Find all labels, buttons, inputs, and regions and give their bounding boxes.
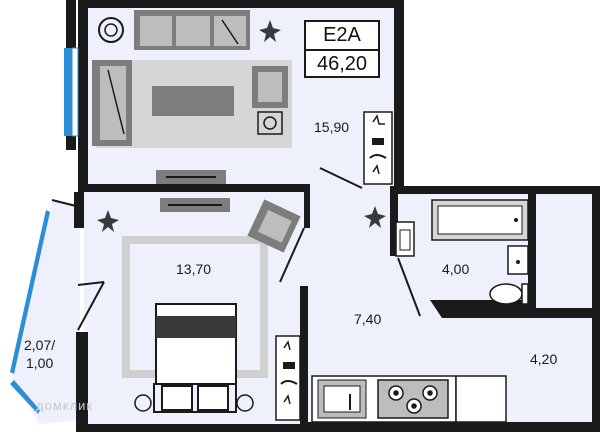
balcony-area-1: 2,07/: [24, 337, 56, 353]
living-door: [319, 167, 363, 189]
bathroom-area: 4,00: [442, 261, 470, 277]
bed: [153, 303, 237, 413]
stove-icon: [377, 379, 449, 419]
bathtub: [431, 199, 529, 241]
plant-icon: [97, 20, 386, 232]
bedside-lamp-icon: [134, 394, 254, 412]
balcony-area-2: 1,00: [26, 355, 54, 371]
toilet: [489, 283, 529, 305]
sofa-stripes: [107, 19, 239, 135]
bedroom-door: [279, 227, 305, 283]
shoe-rack: [363, 111, 393, 185]
windows: [10, 47, 79, 414]
bath-door: [397, 257, 421, 317]
coffee-table: [152, 86, 234, 116]
floor-lamp-icon: [98, 17, 124, 43]
living-sofa: [134, 10, 250, 50]
balcony: [51, 199, 105, 331]
hall-area: 7,40: [354, 311, 382, 327]
bedroom-armchair: [247, 199, 301, 253]
bedroom-area: 13,70: [176, 261, 212, 277]
wash-basin: [395, 221, 415, 257]
living-armchair-right: [252, 66, 288, 108]
apartment-code: E2A: [323, 24, 361, 46]
bedroom-wardrobe: [275, 335, 301, 421]
living-armchair-left: [92, 60, 132, 146]
apartment-badge: E2A 46,20: [304, 20, 380, 78]
side-lamp-icon: [257, 111, 283, 135]
living-room-area: 15,90: [314, 119, 350, 135]
bath-sink: [507, 245, 529, 275]
kitchen-area: 4,20: [530, 351, 558, 367]
watermark: домклик: [36, 398, 94, 413]
apartment-total-area: 46,20: [316, 53, 368, 75]
